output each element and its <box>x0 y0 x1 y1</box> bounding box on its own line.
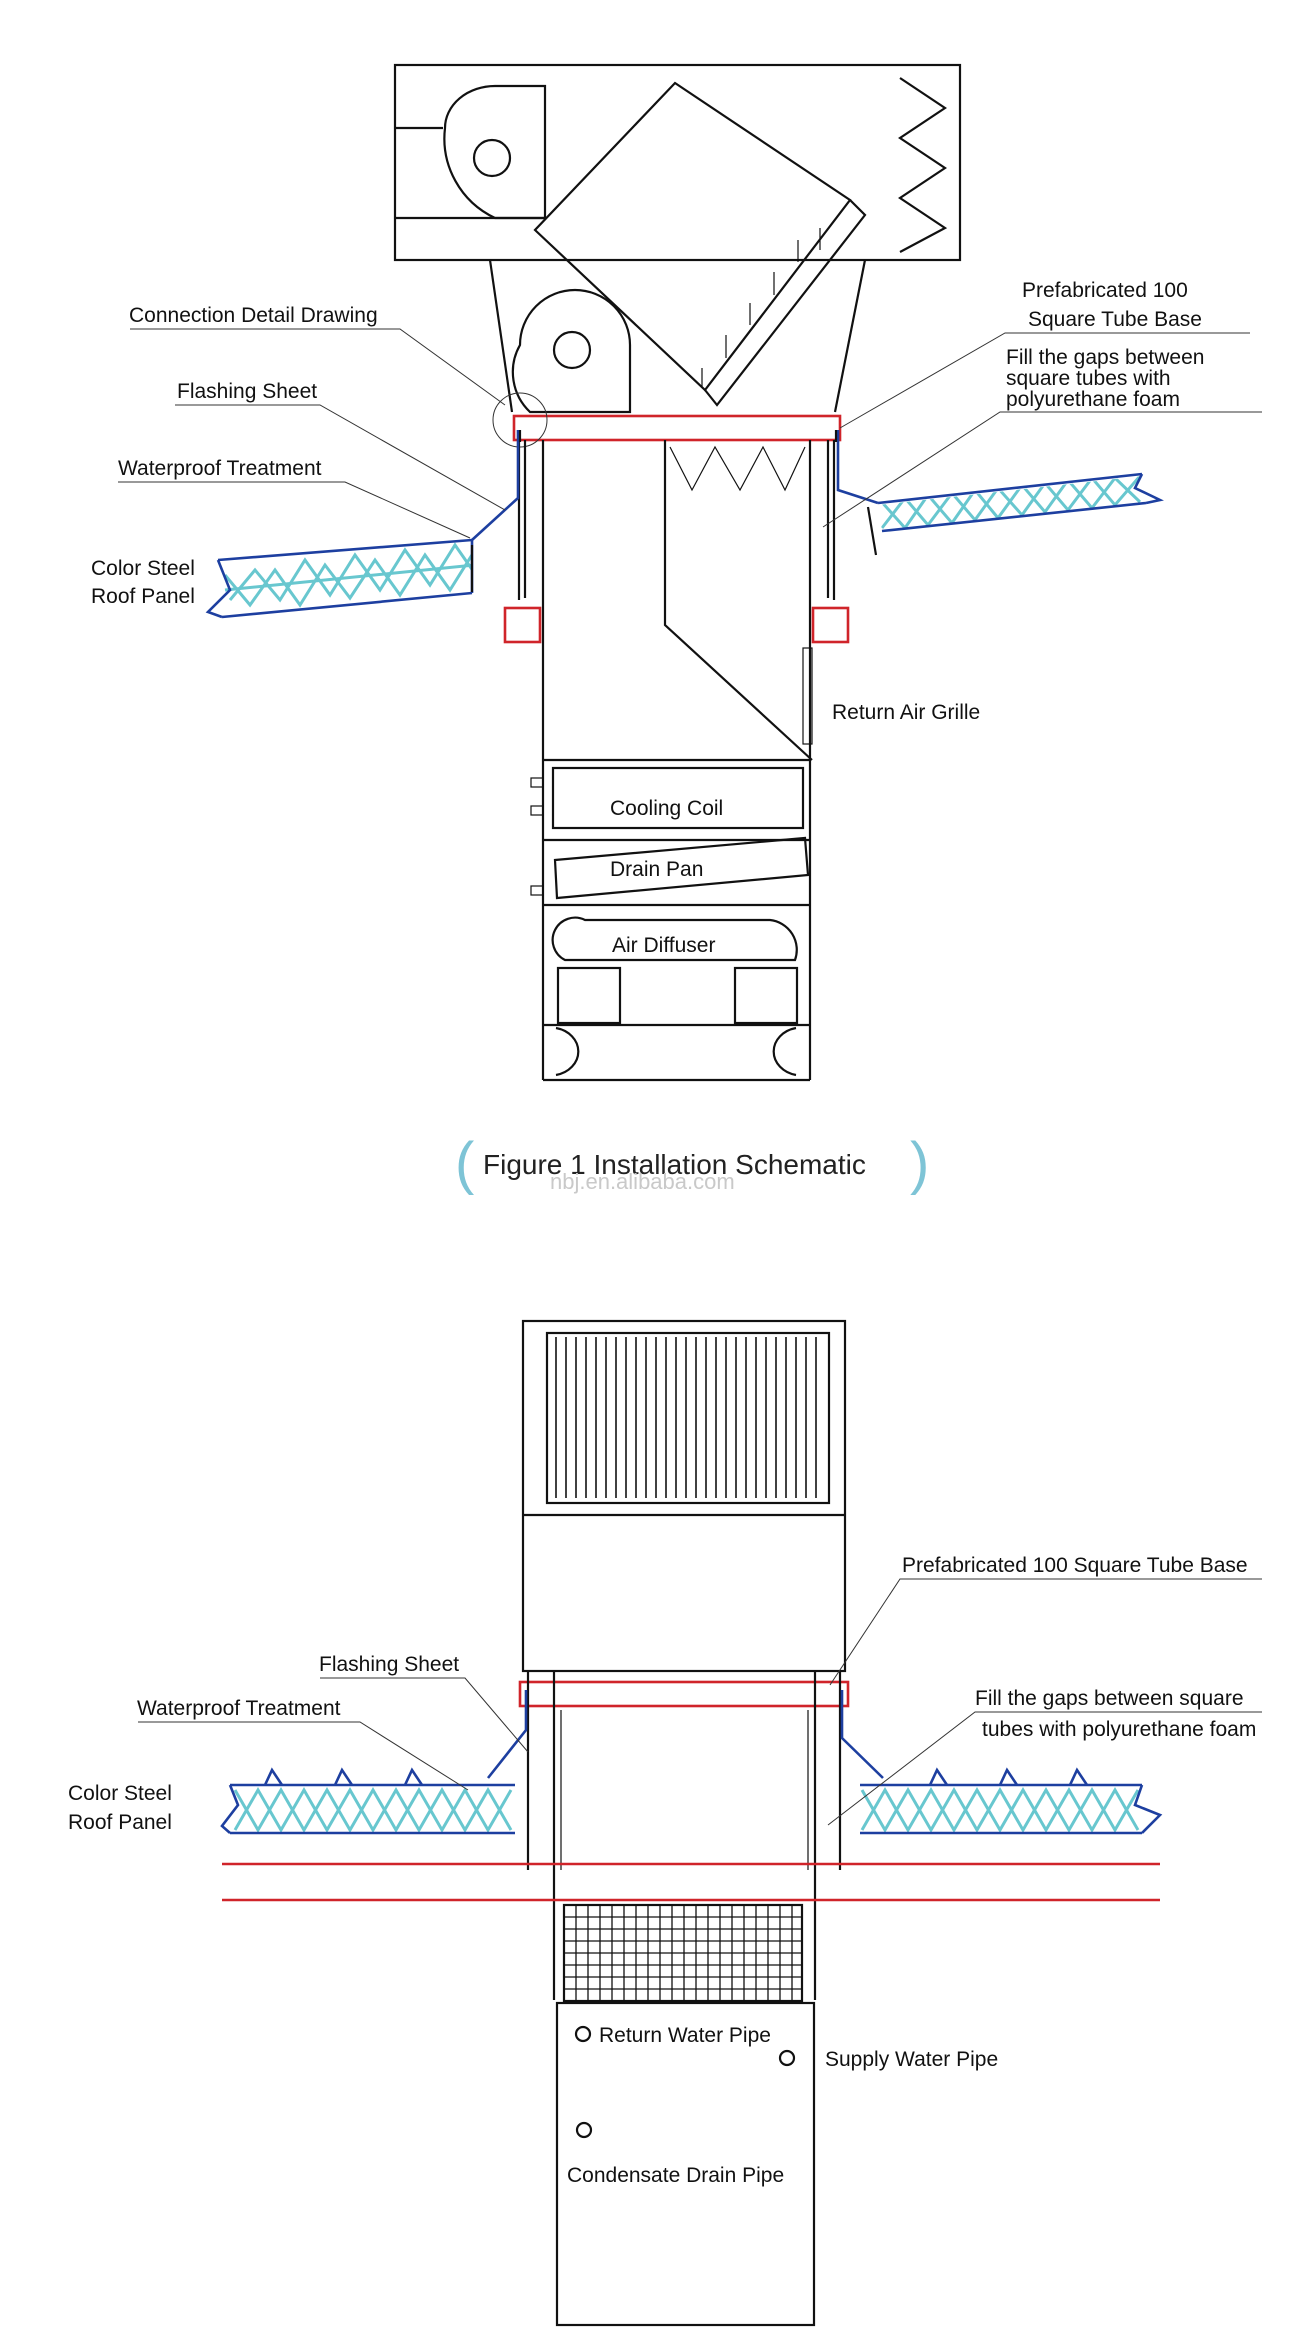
fan-icon-2 <box>552 330 592 370</box>
label-connection-detail: Connection Detail Drawing <box>129 304 378 327</box>
figure-2-unit <box>518 1319 850 2327</box>
grid-lines <box>564 1905 802 2001</box>
label-base-2: Square Tube Base <box>1028 308 1202 331</box>
roof-panel-left <box>205 538 474 619</box>
label-roof-panel-1: Color Steel <box>91 557 195 580</box>
label-flashing-sheet: Flashing Sheet <box>177 380 317 403</box>
figure-1-unit <box>393 63 962 1082</box>
return-grille <box>802 647 813 745</box>
condenser-grille <box>545 1331 831 1505</box>
roof-panel-left-2 <box>220 1767 515 1835</box>
grille-slats <box>555 1337 817 1498</box>
label-cooling-coil: Cooling Coil <box>610 797 723 820</box>
label-roof-panel-2: Roof Panel <box>91 585 195 608</box>
square-tube-base <box>512 414 842 442</box>
drain-pan <box>553 836 810 900</box>
caption-paren-close: ) <box>910 1131 929 1196</box>
caption-paren-open: ( <box>455 1131 474 1196</box>
filter-icon <box>898 77 948 253</box>
roof-panel-right <box>877 472 1164 533</box>
label-base-1: Prefabricated 100 <box>1022 279 1188 302</box>
support-block-left <box>503 606 542 644</box>
indoor-cabinet <box>555 2001 816 2327</box>
label-condensate-pipe: Condensate Drain Pipe <box>567 2164 784 2187</box>
label-foam-2: square tubes with <box>1006 367 1171 390</box>
top-housing <box>393 63 962 262</box>
label-waterproof: Waterproof Treatment <box>118 457 322 480</box>
supply-pipe-icon <box>778 2049 796 2067</box>
leader-lines-fig2 <box>138 1578 1262 1826</box>
support-block-right <box>811 606 850 644</box>
heat-exchanger-block <box>533 81 852 392</box>
flashing-left <box>471 430 520 541</box>
flashing-right <box>836 430 879 505</box>
outdoor-unit-housing <box>521 1319 847 1673</box>
label-drain-pan: Drain Pan <box>610 858 703 881</box>
square-tube-base-2 <box>518 1680 850 1708</box>
condensate-pipe-icon <box>575 2121 593 2139</box>
label-foam-1-fig2: Fill the gaps between square <box>975 1687 1244 1710</box>
label-foam-3: polyurethane foam <box>1006 388 1180 411</box>
figure-1-caption: Figure 1 Installation Schematic <box>483 1149 866 1180</box>
flashing-left-2 <box>486 1690 528 1779</box>
label-foam-2-fig2: tubes with polyurethane foam <box>982 1718 1256 1741</box>
label-return-grille: Return Air Grille <box>832 701 980 724</box>
air-diffuser <box>551 916 798 962</box>
blower-housing <box>443 84 547 220</box>
label-roof-panel-1-fig2: Color Steel <box>68 1782 172 1805</box>
label-roof-panel-2-fig2: Roof Panel <box>68 1811 172 1834</box>
coil-zigzag <box>669 445 806 492</box>
label-return-pipe: Return Water Pipe <box>599 2024 771 2047</box>
flashing-right-2 <box>840 1690 884 1779</box>
cooling-coil <box>551 766 805 830</box>
lower-blower <box>511 288 632 414</box>
label-foam-1: Fill the gaps between <box>1006 346 1204 369</box>
label-flashing-fig2: Flashing Sheet <box>319 1653 459 1676</box>
fan-icon <box>472 138 512 178</box>
return-pipe-icon <box>574 2025 592 2043</box>
label-base-fig2: Prefabricated 100 Square Tube Base <box>902 1554 1248 1577</box>
leader-lines-fig1 <box>118 328 1262 539</box>
label-waterproof-fig2: Waterproof Treatment <box>137 1697 341 1720</box>
watermark: nbj.en.alibaba.com <box>550 1169 735 1194</box>
roof-panel-right-2 <box>860 1767 1163 1835</box>
label-air-diffuser: Air Diffuser <box>612 934 715 957</box>
label-supply-pipe: Supply Water Pipe <box>825 2048 998 2071</box>
